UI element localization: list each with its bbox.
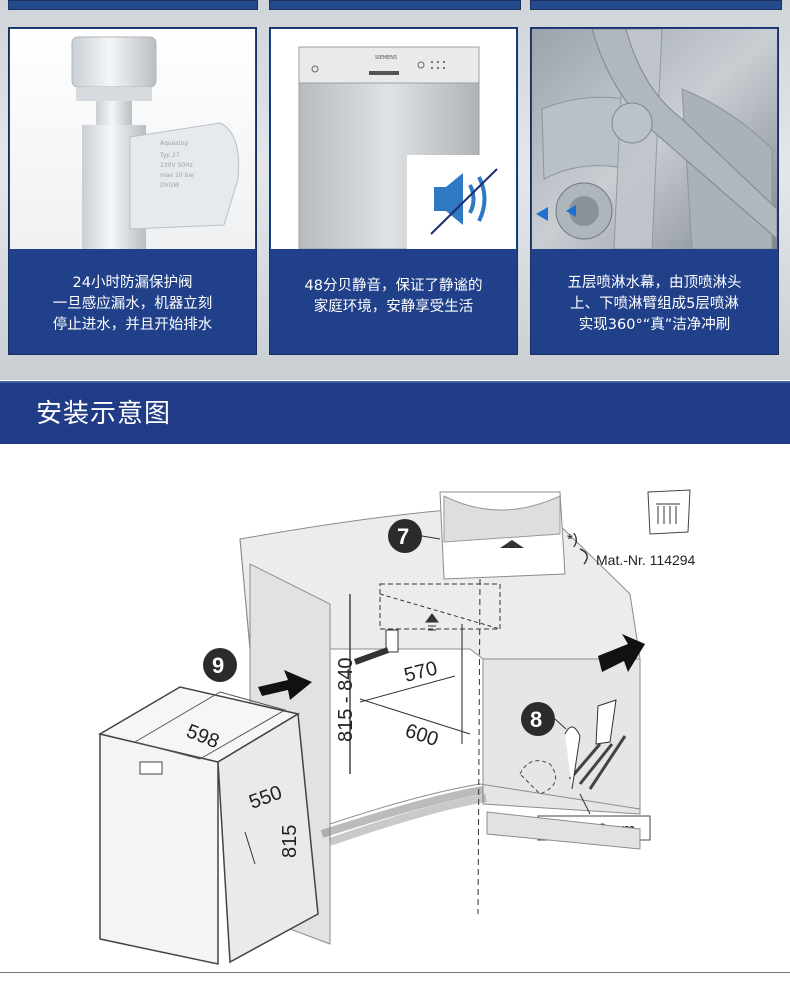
callout-8: 8 bbox=[521, 702, 567, 736]
callout-9: 9 bbox=[203, 648, 237, 682]
speaker-mute-icon bbox=[430, 168, 498, 235]
card-top-strip bbox=[8, 0, 258, 10]
feature-card-spray: 五层喷淋水幕，由顶喷淋头 上、下喷淋臂组成5层喷淋 实现360°“真”洁净冲刷 bbox=[530, 27, 779, 355]
note-mark: *) bbox=[567, 531, 578, 548]
svg-text:Aquastop: Aquastop bbox=[160, 140, 188, 147]
features-band: Aquastop Typ 27 230V 50Hz max 10 bar DVG… bbox=[0, 0, 790, 380]
svg-text:Typ 27: Typ 27 bbox=[159, 152, 180, 159]
callout-7: 7 bbox=[388, 519, 441, 553]
divider bbox=[0, 972, 790, 973]
part-number: Mat.-Nr. 114294 bbox=[596, 552, 696, 568]
feature-caption: 五层喷淋水幕，由顶喷淋头 上、下喷淋臂组成5层喷淋 实现360°“真”洁净冲刷 bbox=[567, 275, 742, 333]
svg-text:815 - 840: 815 - 840 bbox=[335, 657, 357, 742]
feature-card-quiet: SIEMENS 48分贝静音，保证了静谧的 家庭环境，安静享受生活 bbox=[269, 27, 518, 355]
svg-text:230V 50Hz: 230V 50Hz bbox=[160, 162, 193, 169]
card-top-strip bbox=[530, 0, 782, 10]
feature-card-leak-valve: Aquastop Typ 27 230V 50Hz max 10 bar DVG… bbox=[8, 27, 257, 355]
feature-caption: 48分贝静音，保证了静谧的 家庭环境，安静享受生活 bbox=[304, 278, 483, 315]
svg-text:SIEMENS: SIEMENS bbox=[375, 55, 397, 61]
card-top-strip bbox=[269, 0, 521, 10]
spray-arm-photo bbox=[532, 29, 777, 249]
svg-text:7: 7 bbox=[397, 524, 409, 549]
svg-text:570: 570 bbox=[402, 657, 440, 686]
svg-text:9: 9 bbox=[212, 653, 224, 678]
arrow-icon bbox=[598, 634, 645, 672]
svg-text:815: 815 bbox=[279, 825, 301, 858]
dishwasher-photo: SIEMENS bbox=[271, 29, 516, 249]
section-header: 安装示意图 bbox=[0, 381, 790, 444]
section-title: 安装示意图 bbox=[36, 399, 172, 429]
svg-text:600: 600 bbox=[402, 720, 441, 751]
svg-text:DVGW: DVGW bbox=[160, 182, 179, 189]
feature-caption: 24小时防漏保护阀 一旦感应漏水，机器立刻 停止进水，并且开始排水 bbox=[52, 275, 213, 333]
valve-photo: Aquastop Typ 27 230V 50Hz max 10 bar DVG… bbox=[10, 29, 255, 249]
part-bag-icon bbox=[647, 489, 691, 535]
installation-diagram: 570 600 815 - 840 7 *) Mat.-Nr. 114294 bbox=[0, 444, 790, 977]
svg-text:8: 8 bbox=[530, 707, 542, 732]
svg-text:max 10 bar: max 10 bar bbox=[160, 172, 195, 179]
arrow-icon bbox=[258, 670, 312, 700]
dimension-label: 570 600 815 - 840 bbox=[335, 657, 441, 751]
